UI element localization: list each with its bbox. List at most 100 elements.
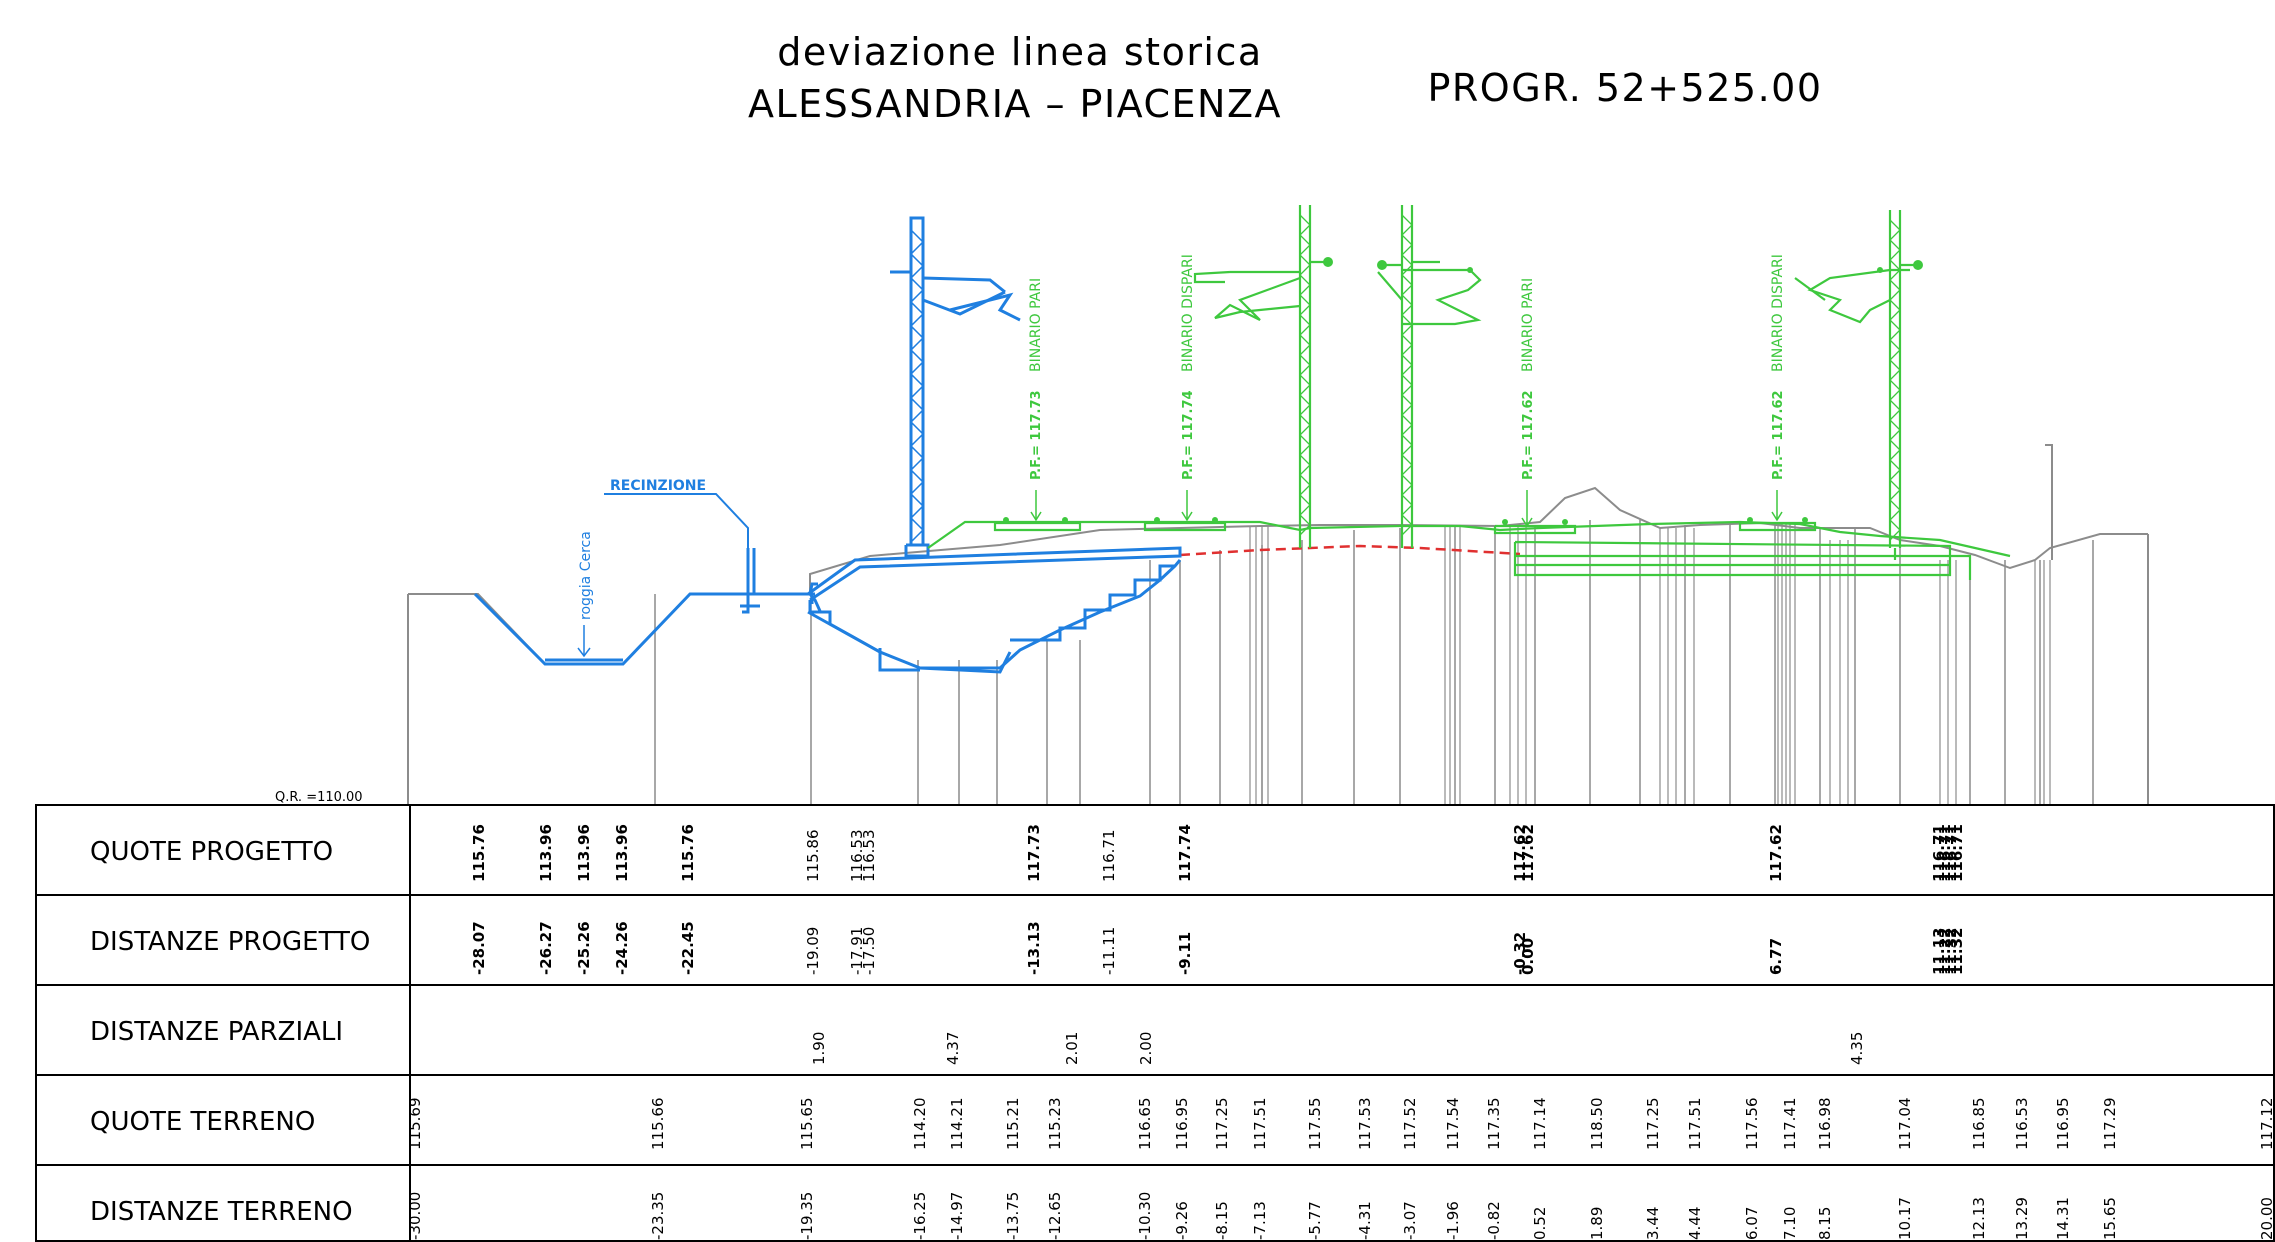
- distanze-terreno-value: -7.13: [1251, 1201, 1269, 1240]
- distanze-progetto-value: -11.11: [1100, 927, 1118, 975]
- old-track-axis: [1179, 544, 1521, 557]
- distanze-progetto-value: -24.26: [613, 921, 631, 975]
- quote-terreno-value: 115.65: [798, 1098, 816, 1151]
- track-2-pf: P.F.= 117.74: [1181, 390, 1196, 480]
- quote-progetto-value: 115.86: [804, 830, 822, 883]
- distanze-progetto-value: 11.13: [1930, 928, 1948, 975]
- distanze-terreno-value: -5.77: [1306, 1201, 1324, 1240]
- distanze-terreno-value: -19.35: [798, 1192, 816, 1240]
- distanze-terreno-value: 15.65: [2101, 1197, 2119, 1240]
- ditch-label: roggia Cerca: [578, 531, 594, 620]
- quote-progetto-value: 116.71: [1930, 824, 1948, 882]
- track-4-name: BINARIO DISPARI: [1770, 254, 1786, 372]
- quote-terreno-value: 117.52: [1401, 1098, 1419, 1151]
- track-1-pf: P.F.= 117.73: [1029, 390, 1044, 480]
- distanze-terreno-value: -8.15: [1213, 1201, 1231, 1240]
- quote-terreno-value: 117.25: [1213, 1098, 1231, 1151]
- quote-terreno-value: 117.55: [1306, 1098, 1324, 1151]
- quote-progetto-value: 116.71: [1942, 824, 1960, 882]
- distanze-terreno-value: -12.65: [1046, 1192, 1064, 1240]
- distanze-progetto-value: 6.77: [1767, 938, 1785, 975]
- title-line-2: ALESSANDRIA – PIACENZA: [748, 82, 1282, 126]
- quote-terreno-value: 117.56: [1743, 1098, 1761, 1151]
- distanze-terreno-value: 8.15: [1816, 1207, 1834, 1240]
- quote-progetto-value: 116.53: [860, 830, 878, 883]
- quote-terreno-value: 114.20: [911, 1098, 929, 1151]
- quote-terreno-value: 117.12: [2258, 1098, 2275, 1151]
- quote-terreno-value: 117.51: [1686, 1098, 1704, 1151]
- quote-terreno-value: 118.50: [1588, 1098, 1606, 1151]
- data-table: [35, 804, 2275, 1242]
- quote-terreno-value: 116.95: [1173, 1098, 1191, 1151]
- quote-terreno-value: 115.23: [1046, 1098, 1064, 1151]
- distanze-terreno-value: -3.07: [1401, 1201, 1419, 1240]
- distanze-progetto-value: -22.45: [679, 921, 697, 975]
- quote-terreno-value: 115.66: [649, 1098, 667, 1151]
- distanze-terreno-value: -4.31: [1356, 1201, 1374, 1240]
- title-line-1: deviazione linea storica: [777, 30, 1262, 74]
- distanze-progetto-value: -13.13: [1025, 921, 1043, 975]
- distanze-terreno-value: 3.44: [1644, 1207, 1662, 1240]
- quote-progetto-value: 115.76: [679, 824, 697, 882]
- quote-terreno-value: 114.21: [948, 1098, 966, 1151]
- track-labels: P.F.= 117.73 BINARIO PARI P.F.= 117.74 B…: [1028, 254, 1786, 480]
- table-row-labels: QUOTE PROGETTO DISTANZE PROGETTO DISTANZ…: [90, 837, 370, 1227]
- quote-terreno-value: 117.51: [1251, 1098, 1269, 1151]
- distanze-progetto-value: 11.32: [1948, 928, 1966, 975]
- distanze-terreno-value: 12.13: [1970, 1197, 1988, 1240]
- quote-terreno-value: 116.95: [2054, 1098, 2072, 1151]
- quote-terreno-value: 117.04: [1896, 1098, 1914, 1151]
- distanze-terreno-value: 0.52: [1531, 1207, 1549, 1240]
- quote-progetto-value: 117.62: [1519, 824, 1537, 882]
- quote-terreno-value: 115.69: [406, 1098, 424, 1151]
- distanze-parziali-value: 4.37: [944, 1032, 962, 1065]
- distanze-progetto-value: -9.11: [1176, 932, 1194, 975]
- distanze-terreno-value: -23.35: [649, 1192, 667, 1240]
- distanze-terreno-value: 13.29: [2013, 1197, 2031, 1240]
- quote-terreno-value: 116.53: [2013, 1098, 2031, 1151]
- distanze-parziali-value: 2.01: [1063, 1032, 1081, 1065]
- row-label-distanze-terreno: DISTANZE TERRENO: [90, 1197, 353, 1227]
- quote-terreno-value: 117.35: [1485, 1098, 1503, 1151]
- reference-level: Q.R. =110.00: [275, 790, 363, 805]
- progressive-label: PROGR. 52+525.00: [1427, 66, 1822, 110]
- distanze-terreno-value: -30.00: [406, 1192, 424, 1240]
- distanze-terreno-value: 20.00: [2258, 1197, 2275, 1240]
- quote-progetto-value: 116.53: [848, 830, 866, 883]
- distanze-terreno-value: -0.82: [1485, 1201, 1503, 1240]
- distanze-progetto-value: -17.50: [860, 927, 878, 975]
- distanze-parziali-value: 2.00: [1137, 1032, 1155, 1065]
- quote-progetto-value: 116.71: [1948, 824, 1966, 882]
- track-3-name: BINARIO PARI: [1520, 278, 1536, 372]
- fence-label: RECINZIONE: [610, 478, 706, 494]
- row-label-quote-terreno: QUOTE TERRENO: [90, 1107, 315, 1137]
- row-label-quote-progetto: QUOTE PROGETTO: [90, 837, 333, 867]
- distanze-progetto-value: -28.07: [470, 921, 488, 975]
- quote-terreno-value: 117.54: [1444, 1098, 1462, 1151]
- track-axis-markers: [1030, 490, 1783, 528]
- distanze-terreno-value: -1.96: [1444, 1201, 1462, 1240]
- distanze-progetto-value: 11.32: [1942, 928, 1960, 975]
- project-section: [473, 216, 1182, 674]
- distanze-terreno-value: 7.10: [1781, 1207, 1799, 1240]
- insulators: [1003, 257, 1923, 525]
- quote-terreno-value: 117.53: [1356, 1098, 1374, 1151]
- existing-section: [927, 205, 2011, 580]
- distanze-terreno-value: 4.44: [1686, 1207, 1704, 1240]
- quote-terreno-value: 115.21: [1004, 1098, 1022, 1151]
- quote-progetto-value: 113.96: [613, 824, 631, 882]
- quote-terreno-value: 116.98: [1816, 1098, 1834, 1151]
- distanze-progetto-value: -17.91: [848, 927, 866, 975]
- distanze-parziali-value: 1.90: [810, 1032, 828, 1065]
- fence-leader: [604, 493, 749, 548]
- quote-progetto-value: 116.71: [1936, 824, 1954, 882]
- distanze-progetto-value: 0.00: [1519, 938, 1537, 975]
- track-3-pf: P.F.= 117.62: [1521, 390, 1536, 480]
- quote-terreno-value: 117.29: [2101, 1098, 2119, 1151]
- row-label-distanze-progetto: DISTANZE PROGETTO: [90, 927, 370, 957]
- distanze-progetto-value: -26.27: [537, 921, 555, 975]
- project-pole-lattice: [909, 229, 925, 543]
- track-1-name: BINARIO PARI: [1028, 278, 1044, 372]
